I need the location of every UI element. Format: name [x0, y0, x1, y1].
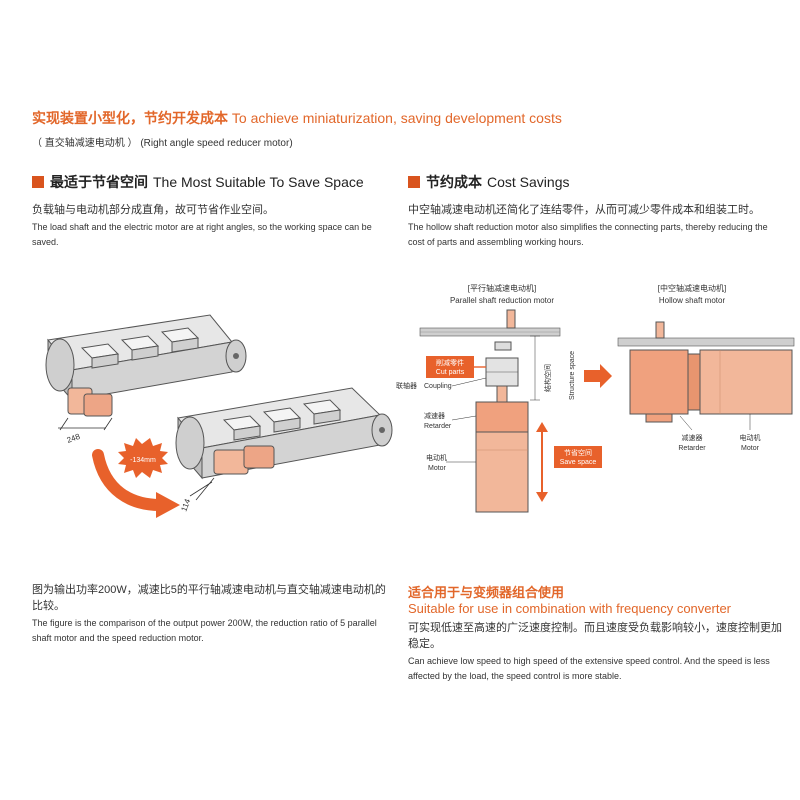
- motor-label-en: Motor: [428, 465, 447, 472]
- save-space-cn: 节省空间: [564, 448, 592, 457]
- save-space-desc-cn: 负载轴与电动机部分成直角，故可节省作业空间。: [32, 204, 274, 216]
- heading-square-icon: [32, 176, 44, 188]
- cost-savings-heading: 节约成本 Cost Savings: [408, 172, 569, 192]
- page-subtitle-cn: （ 直交轴减速电动机 ）: [32, 138, 138, 149]
- hollow-title-en: Hollow shaft motor: [659, 296, 726, 305]
- hollow-title-cn: [中空轴减速电动机]: [658, 283, 726, 293]
- cost-savings-heading-cn: 节约成本: [426, 174, 482, 190]
- motor-label-cn: 电动机: [426, 453, 447, 462]
- cost-savings-heading-en: Cost Savings: [487, 174, 570, 190]
- cost-savings-desc-cn: 中空轴减速电动机还简化了连结零件，从而可减少零件成本和组装工时。: [408, 204, 760, 216]
- hollow-shaft-diagram: [平行轴减速电动机] Parallel shaft reduction moto…: [396, 283, 795, 513]
- right-angle-conveyor: [175, 387, 393, 501]
- dimension-114: 114: [179, 497, 192, 513]
- cut-parts-en: Cut parts: [436, 369, 465, 376]
- frequency-converter-heading-cn: 适合用于与变频器组合使用: [408, 585, 565, 600]
- save-space-en: Save space: [560, 459, 597, 466]
- page-subtitle-en: (Right angle speed reducer motor): [140, 138, 293, 149]
- starburst-badge-icon: [118, 438, 168, 478]
- save-space-heading: 最适于节省空间 The Most Suitable To Save Space: [32, 172, 364, 192]
- retarder-label-en: Retarder: [424, 423, 452, 430]
- page-title-cn: 实现装置小型化，节约开发成本: [32, 110, 228, 126]
- parallel-conveyor: [45, 314, 247, 431]
- frequency-converter-desc-en: Can achieve low speed to high speed of t…: [408, 656, 770, 681]
- cut-parts-cn: 削减零件: [436, 358, 464, 367]
- comparison-desc-cn: 图为输出功率200W，减速比5的平行轴减速电动机与直交轴减速电动机的比较。: [32, 584, 386, 612]
- frequency-converter-desc-cn: 可实现低速至高速的广泛速度控制。而且速度受负载影响较小，速度控制更加稳定。: [408, 622, 782, 650]
- comparison-arrow-icon: [92, 449, 166, 511]
- structure-space-cn: 结构空间: [543, 364, 552, 392]
- badge-text: -134mm: [130, 457, 156, 464]
- parallel-title-cn: [平行轴减速电动机]: [468, 283, 536, 293]
- transform-arrow-icon: [584, 364, 612, 388]
- motor2-label-cn: 电动机: [740, 433, 761, 442]
- parallel-title-en: Parallel shaft reduction motor: [450, 296, 554, 305]
- page-title-en: To achieve miniaturization, saving devel…: [231, 110, 562, 126]
- save-space-heading-cn: 最适于节省空间: [50, 174, 148, 190]
- cost-savings-desc-en: The hollow shaft reduction motor also si…: [408, 222, 768, 247]
- retarder2-label-en: Retarder: [678, 445, 706, 452]
- coupling-label-cn: 联轴器: [396, 381, 417, 390]
- motor2-label-en: Motor: [741, 445, 760, 452]
- frequency-converter-heading-en: Suitable for use in combination with fre…: [408, 601, 732, 616]
- save-space-desc-en: The load shaft and the electric motor ar…: [32, 222, 372, 247]
- page-title: 实现装置小型化，节约开发成本 To achieve miniaturizatio…: [32, 108, 562, 128]
- heading-square-icon: [408, 176, 420, 188]
- page-subtitle: （ 直交轴减速电动机 ） (Right angle speed reducer …: [32, 134, 293, 149]
- coupling-label-en: Coupling: [424, 383, 452, 390]
- arrow-head-icon: [156, 492, 180, 518]
- comparison-desc-en: The figure is the comparison of the outp…: [32, 618, 377, 643]
- save-space-heading-en: The Most Suitable To Save Space: [153, 174, 364, 190]
- retarder-label-cn: 减速器: [424, 411, 445, 420]
- retarder2-label-cn: 减速器: [682, 433, 703, 442]
- conveyor-comparison-illustration: 248 114 -134mm: [45, 314, 393, 518]
- structure-space-en: Structure space: [569, 351, 576, 400]
- dimension-248: 248: [66, 432, 82, 445]
